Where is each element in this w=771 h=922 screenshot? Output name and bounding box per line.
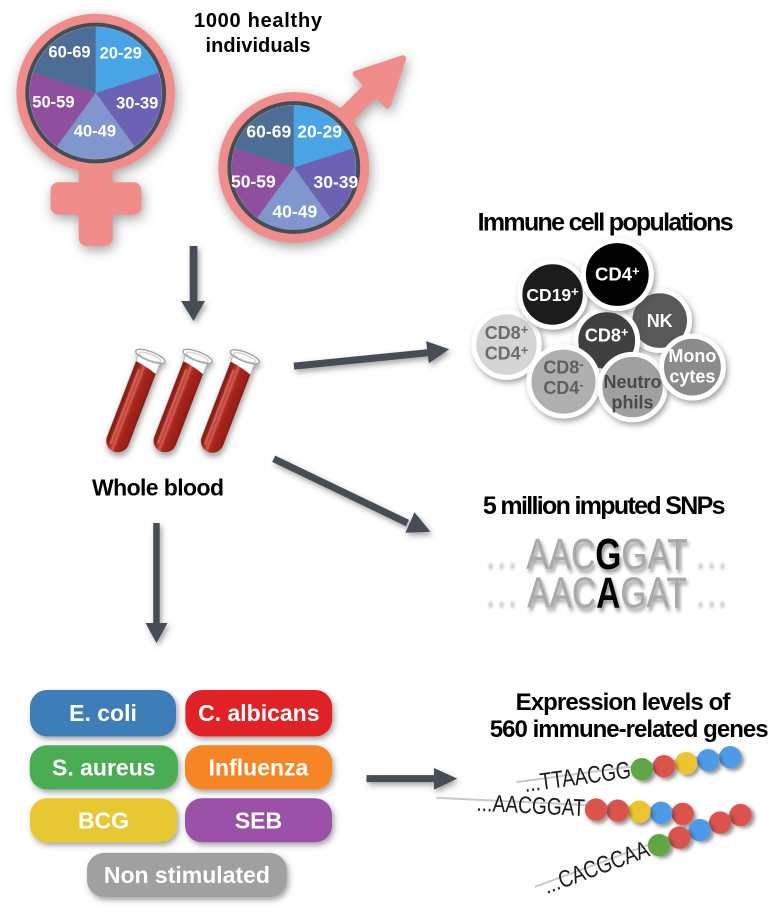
- svg-text:30-39: 30-39: [116, 95, 158, 113]
- svg-text:Non stimulated: Non stimulated: [104, 862, 270, 888]
- svg-text:S. aureus: S. aureus: [52, 754, 156, 780]
- svg-text:...: ...: [696, 526, 729, 580]
- svg-text:40-49: 40-49: [272, 201, 317, 221]
- svg-text:Whole blood: Whole blood: [92, 474, 224, 500]
- svg-text:CD4-: CD4-: [543, 377, 583, 398]
- svg-text:50-59: 50-59: [32, 94, 74, 112]
- svg-text:...: ...: [486, 526, 519, 580]
- svg-text:SEB: SEB: [235, 807, 282, 833]
- svg-text:BCG: BCG: [78, 807, 129, 833]
- svg-text:40-49: 40-49: [74, 123, 116, 141]
- svg-text:cytes: cytes: [669, 366, 715, 386]
- svg-text:1000 healthy: 1000 healthy: [194, 10, 323, 32]
- svg-text:50-59: 50-59: [231, 171, 276, 191]
- svg-text:Immune cell populations: Immune cell populations: [478, 208, 734, 236]
- svg-text:Expression levels of: Expression levels of: [516, 689, 732, 716]
- svg-text:NK: NK: [647, 311, 673, 331]
- svg-text:60-69: 60-69: [48, 43, 90, 61]
- svg-text:CD19+: CD19+: [526, 284, 579, 305]
- svg-text:...CACGCAA: ...CACGCAA: [539, 835, 653, 900]
- svg-text:individuals: individuals: [206, 35, 311, 57]
- svg-text:20-29: 20-29: [100, 44, 142, 62]
- svg-text:AACGGAT: AACGGAT: [526, 531, 688, 579]
- svg-text:CD4+: CD4+: [595, 264, 640, 285]
- svg-text:phils: phils: [611, 392, 653, 412]
- svg-text:CD8-: CD8-: [543, 357, 583, 378]
- svg-text:E. coli: E. coli: [69, 700, 137, 726]
- svg-text:20-29: 20-29: [297, 122, 342, 142]
- svg-text:AACAGAT: AACAGAT: [527, 569, 687, 617]
- svg-text:5 million imputed SNPs: 5 million imputed SNPs: [483, 492, 726, 520]
- svg-text:CD8+: CD8+: [585, 325, 629, 346]
- svg-text:...AACGGAT: ...AACGGAT: [476, 789, 586, 822]
- svg-text:60-69: 60-69: [246, 122, 291, 142]
- svg-text:...: ...: [696, 565, 729, 619]
- svg-text:30-39: 30-39: [314, 172, 359, 192]
- svg-text:...: ...: [486, 565, 519, 619]
- svg-text:CD8+: CD8+: [485, 322, 529, 343]
- svg-text:C. albicans: C. albicans: [198, 700, 319, 726]
- svg-text:Neutro: Neutro: [604, 372, 662, 392]
- svg-text:CD4+: CD4+: [485, 342, 529, 363]
- svg-text:Influenza: Influenza: [209, 754, 309, 780]
- svg-text:560 immune-related genes: 560 immune-related genes: [490, 716, 769, 743]
- svg-text:Mono: Mono: [668, 346, 716, 366]
